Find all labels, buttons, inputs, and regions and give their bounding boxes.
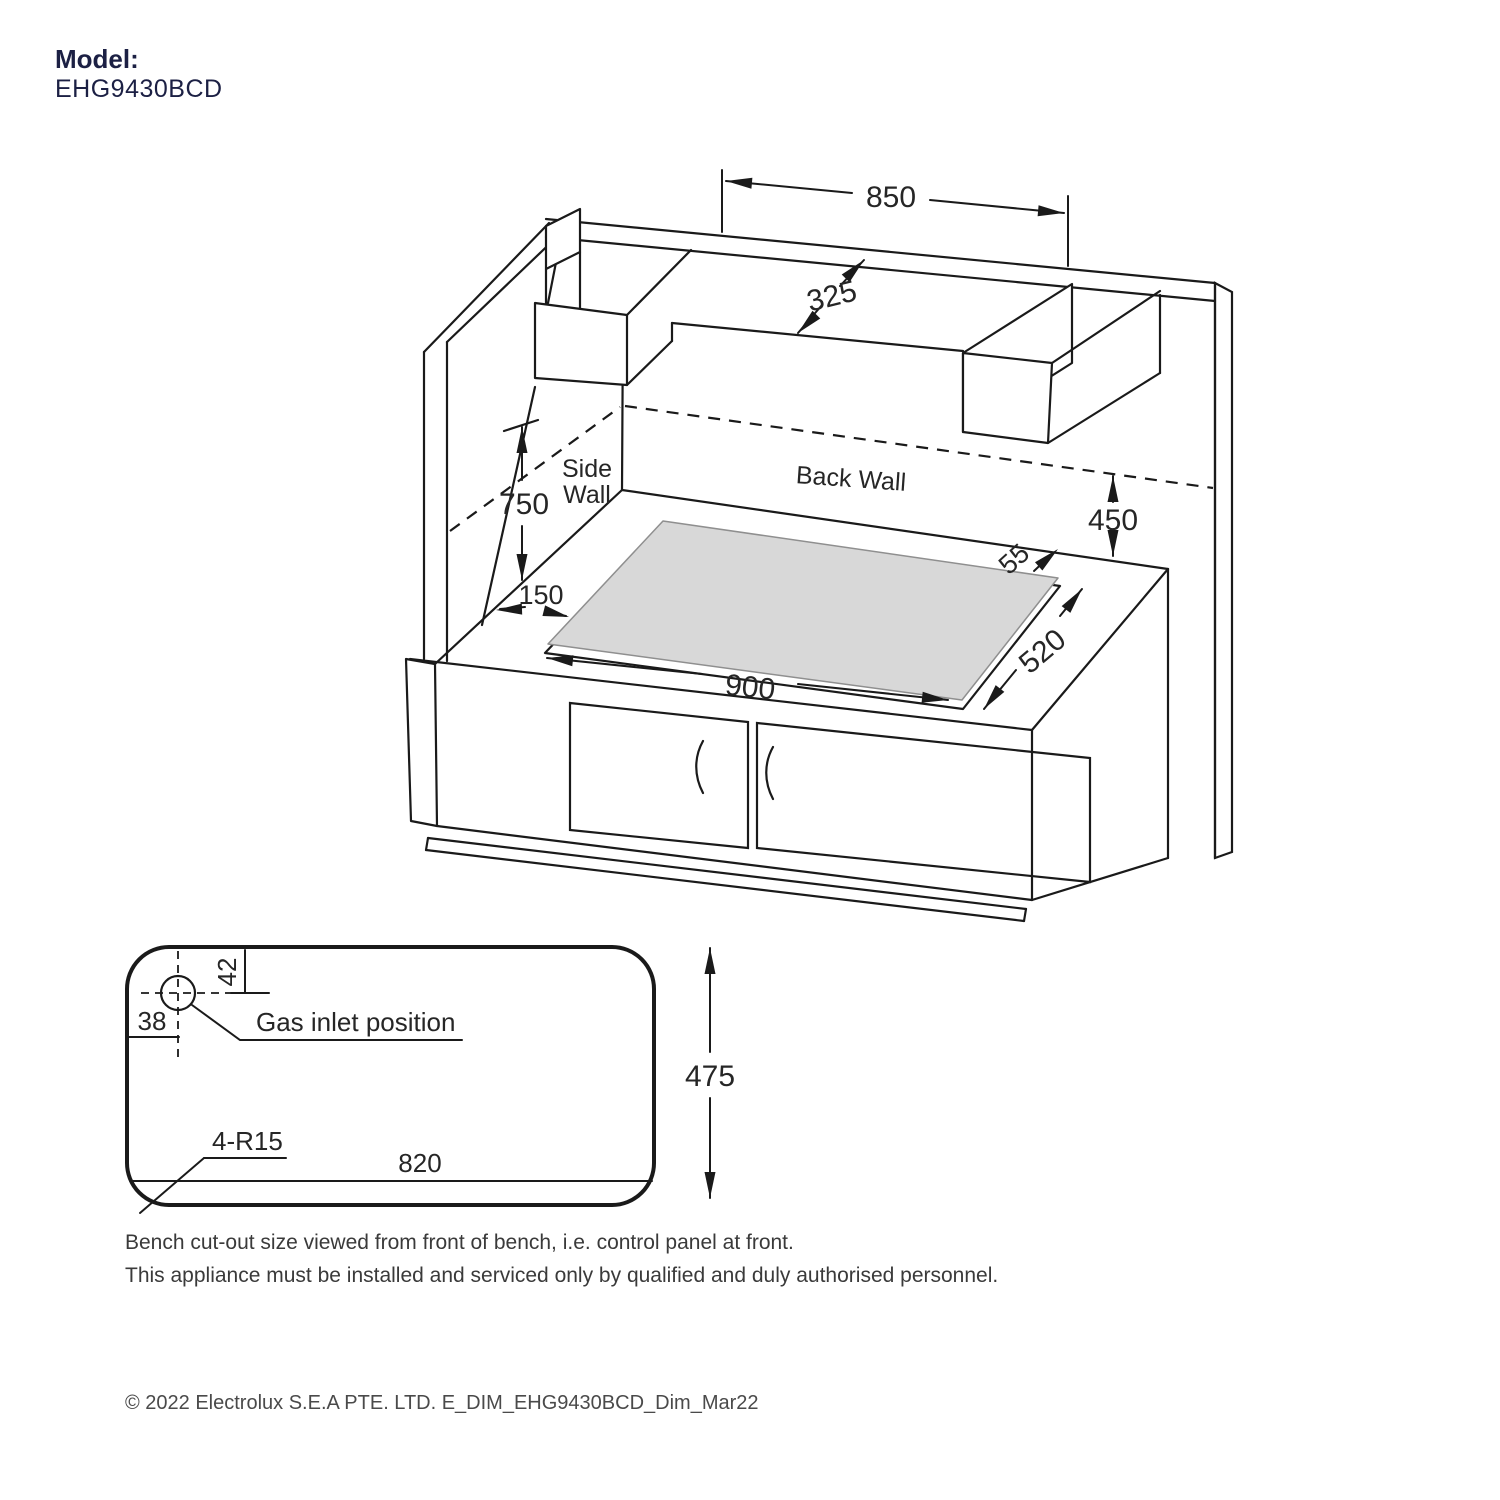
cabinet-doors <box>568 701 1092 884</box>
gas-inlet-callout: Gas inlet position <box>191 1004 463 1041</box>
dim-820-label: 820 <box>398 1148 441 1178</box>
back-wall <box>1213 281 1234 860</box>
wall-left-board <box>544 207 582 312</box>
bench-plinth <box>424 836 1028 923</box>
isometric-drawing: 850 325 750 <box>404 169 1234 923</box>
clearance-dashed-lines <box>449 404 1214 532</box>
dimension-150: 150 <box>496 580 569 617</box>
model-block: Model: EHG9430BCD <box>55 44 223 104</box>
overhead-shelf <box>544 217 1217 353</box>
right-door-handle <box>765 745 775 801</box>
dimension-900: 900 <box>546 655 949 707</box>
left-door-handle <box>695 739 705 795</box>
back-wall-label: Back Wall <box>795 461 907 497</box>
cutout-outline <box>125 945 656 1207</box>
dimension-475: 475 <box>685 947 735 1199</box>
cutout-drawing: 42 38 Gas inlet position 4-R15 820 <box>125 945 735 1214</box>
dimension-750: 750 <box>499 426 549 581</box>
dimension-42: 42 <box>212 949 270 994</box>
dim-150-label: 150 <box>518 580 563 610</box>
bench <box>404 488 1170 923</box>
model-label: Model: <box>55 44 139 74</box>
dim-850-label: 850 <box>866 181 916 214</box>
gas-inlet-label: Gas inlet position <box>256 1007 455 1037</box>
dim-450-label: 450 <box>1088 504 1138 537</box>
dim-750-label: 750 <box>499 488 549 521</box>
dim-325-label: 325 <box>804 274 861 318</box>
side-wall <box>422 221 625 663</box>
side-wall-label-line1: Side <box>562 455 612 483</box>
left-overhead-cabinet <box>533 248 693 387</box>
dim-42-label: 42 <box>212 958 242 987</box>
dimension-38: 38 <box>127 1006 180 1038</box>
dim-475-label: 475 <box>685 1060 735 1093</box>
dim-38-label: 38 <box>138 1006 167 1036</box>
dimension-850: 850 <box>721 169 1069 267</box>
dimension-450: 450 <box>1088 475 1138 557</box>
right-overhead-cabinet <box>961 282 1162 445</box>
model-number: EHG9430BCD <box>55 75 223 103</box>
installation-notes: Bench cut-out size viewed from front of … <box>125 1226 998 1292</box>
corner-radius-callout: 4-R15 <box>139 1126 287 1214</box>
note-line-1: Bench cut-out size viewed from front of … <box>125 1231 794 1254</box>
cooktop <box>543 520 1062 711</box>
gas-inlet <box>141 951 233 1063</box>
dim-900-label: 900 <box>724 668 777 706</box>
dimension-325: 325 <box>797 259 865 334</box>
corner-radius-label: 4-R15 <box>212 1126 283 1156</box>
copyright-footer: © 2022 Electrolux S.E.A PTE. LTD. E_DIM_… <box>125 1392 759 1414</box>
wall-labels: Side Wall Back Wall <box>562 455 907 509</box>
side-wall-label-line2: Wall <box>563 481 611 509</box>
dimension-820: 820 <box>129 1148 653 1182</box>
note-line-2: This appliance must be installed and ser… <box>125 1264 999 1287</box>
